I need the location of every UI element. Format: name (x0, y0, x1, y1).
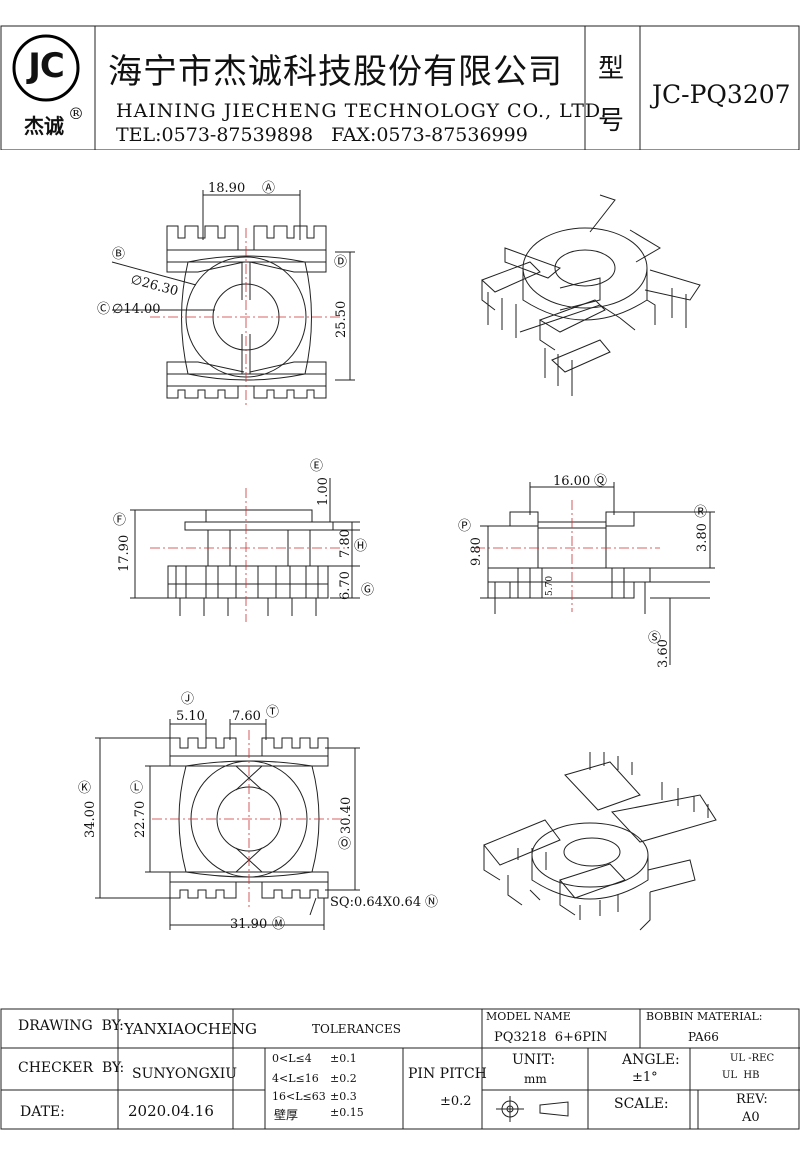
dim-O: 30.40 (339, 797, 354, 834)
pin-pitch-value: ±0.2 (440, 1094, 472, 1109)
drawing-by-value: YANXIAOCHENG (124, 1020, 258, 1038)
logo-circle-icon (12, 34, 80, 102)
angle-label: ANGLE: (622, 1052, 680, 1068)
projection-symbol-icon (496, 1096, 569, 1122)
marker-C: Ⓒ (97, 302, 110, 317)
model-name-label: MODEL NAME (486, 1010, 571, 1023)
dim-C: ∅14.00 (112, 302, 161, 317)
model-label-bottom: 号 (598, 106, 625, 136)
dim-H: 7.80 (338, 529, 353, 558)
marker-L: Ⓛ (130, 781, 143, 796)
side-view (475, 482, 715, 665)
marker-K: Ⓚ (78, 781, 91, 796)
dim-B: ∅26.30 (129, 272, 180, 299)
model-label-top: 型 (598, 54, 625, 84)
marker-S: Ⓢ (648, 631, 661, 646)
date-label: DATE: (20, 1104, 65, 1120)
marker-F: Ⓕ (113, 513, 126, 528)
bobbin-material-label: BOBBIN MATERIAL: (646, 1010, 763, 1023)
tol-3-value: ±0.3 (330, 1090, 357, 1103)
tol-4-value: ±0.15 (330, 1106, 364, 1119)
checker-by-value: SUNYONGXIU (132, 1066, 238, 1082)
technical-drawing: 18.90 Ⓐ Ⓑ ∅26.30 Ⓒ ∅14.00 Ⓓ 25.50 (78, 181, 717, 932)
company-logo: JC (12, 34, 80, 102)
angle-value: ±1° (632, 1070, 658, 1085)
registered-mark: ® (68, 104, 84, 123)
marker-G: Ⓖ (361, 583, 374, 598)
dim-P: 9.80 (469, 537, 484, 566)
marker-T: Ⓣ (266, 705, 279, 720)
title-header: JC 杰诚 ® 海宁市杰诚科技股份有限公司 HAINING JIECHENG T… (0, 0, 800, 150)
tol-1-range: 0<L≤4 (272, 1052, 312, 1065)
dim-R: 3.80 (695, 523, 710, 552)
marker-O: Ⓞ (338, 837, 351, 852)
marker-M: Ⓜ (272, 917, 285, 932)
company-name-en: HAINING JIECHENG TECHNOLOGY CO., LTD. (116, 100, 608, 122)
model-number: JC-PQ3207 (652, 80, 791, 109)
tolerances-label: TOLERANCES (312, 1022, 401, 1036)
isometric-view-bottom (483, 752, 717, 931)
marker-R: Ⓡ (694, 505, 707, 520)
pin-pitch-label: PIN PITCH (408, 1066, 487, 1082)
rev-label: REV: (736, 1092, 768, 1107)
bottom-view (95, 719, 360, 930)
marker-D: Ⓓ (334, 255, 347, 270)
front-view (130, 478, 360, 622)
unit-value: mm (524, 1072, 547, 1086)
ul-rec: UL -REC (730, 1053, 775, 1064)
dim-L: 22.70 (133, 801, 148, 838)
dim-S: 3.60 (656, 639, 671, 668)
bobbin-material-value: PA66 (688, 1030, 719, 1044)
dim-M: 31.90 (230, 917, 267, 932)
checker-by-label: CHECKER BY: (18, 1060, 125, 1076)
tol-1-value: ±0.1 (330, 1052, 357, 1065)
dim-small: 5.70 (545, 576, 555, 596)
date-value: 2020.04.16 (128, 1102, 214, 1120)
marker-J: Ⓙ (181, 692, 194, 707)
dim-J: 5.10 (176, 709, 205, 724)
top-view (111, 190, 355, 405)
tol-4-range: 壁厚 (274, 1108, 299, 1122)
dim-N: SQ:0.64X0.64 (330, 895, 421, 910)
marker-E: Ⓔ (310, 459, 323, 474)
dim-F: 17.90 (117, 535, 132, 572)
logo-chinese-name: 杰诚 (24, 114, 64, 138)
ul-hb: UL HB (722, 1070, 760, 1081)
dim-T: 7.60 (232, 709, 261, 724)
marker-H: Ⓗ (354, 539, 367, 554)
unit-label: UNIT: (512, 1052, 556, 1068)
tol-2-range: 4<L≤16 (272, 1072, 319, 1085)
marker-B: Ⓑ (112, 247, 125, 262)
marker-N: Ⓝ (425, 895, 438, 910)
marker-A: Ⓐ (262, 181, 275, 196)
company-contact: TEL:0573-87539898 FAX:0573-87536999 (116, 124, 528, 146)
logo-text: JC (28, 46, 65, 86)
tol-3-range: 16<L≤63 (272, 1090, 326, 1103)
model-name-value: PQ3218 6+6PIN (494, 1030, 608, 1045)
tol-2-value: ±0.2 (330, 1072, 357, 1085)
title-block-grid (0, 1008, 800, 1130)
dim-D: 25.50 (334, 301, 349, 338)
drawing-by-label: DRAWING BY: (18, 1018, 124, 1034)
scale-label: SCALE: (614, 1096, 669, 1112)
isometric-view-top (481, 194, 701, 396)
company-name-cn: 海宁市杰诚科技股份有限公司 (108, 52, 563, 92)
rev-value: A0 (742, 1110, 760, 1125)
marker-P: Ⓟ (458, 519, 471, 534)
marker-Q: Ⓠ (594, 474, 607, 489)
dim-G: 6.70 (338, 571, 353, 600)
dim-Q: 16.00 (553, 474, 590, 489)
dim-A: 18.90 (208, 181, 245, 196)
dim-E: 1.00 (316, 477, 331, 506)
dim-K: 34.00 (83, 801, 98, 838)
header-frame (0, 25, 800, 150)
